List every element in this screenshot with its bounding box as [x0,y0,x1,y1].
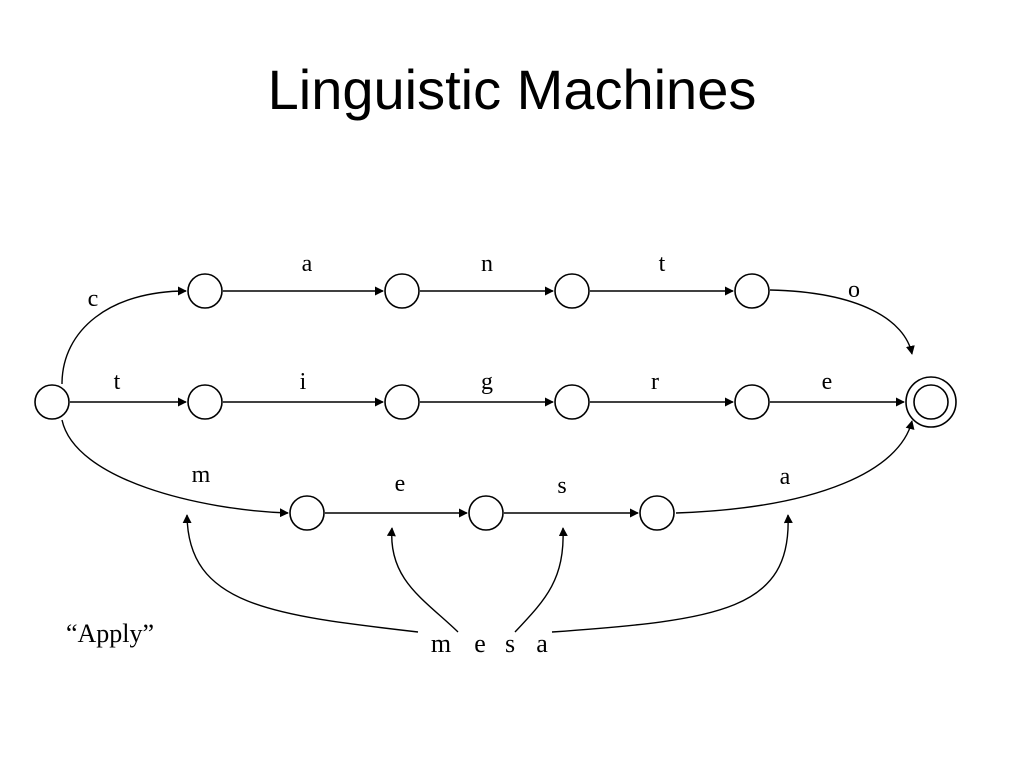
input-letter-s: s [505,629,515,658]
label-mid-i: i [300,369,307,395]
slide-title: Linguistic Machines [267,58,757,121]
state-mid-3 [554,384,590,420]
apply-arrow-e [386,527,459,633]
apply-label: “Apply” [66,619,154,648]
label-top-n: n [481,251,493,277]
state-bot-2 [468,495,504,531]
apply-arrow-m [182,514,419,633]
label-bot-e: e [395,471,406,497]
label-mid-e: e [822,369,833,395]
label-top-c: c [88,286,99,312]
label-mid-r: r [651,369,659,395]
edge-top4-to-final [769,289,915,355]
label-bot-a: a [780,464,791,490]
state-top-2 [384,273,420,309]
state-start [34,384,70,420]
apply-arrow-s [514,527,568,633]
label-top-a: a [302,251,313,277]
edge-start-to-top1 [61,286,187,385]
state-top-4 [734,273,770,309]
input-letter-m: m [431,629,451,658]
state-top-1 [187,273,223,309]
input-letter-e: e [474,629,486,658]
state-bot-1 [289,495,325,531]
label-mid-t: t [114,369,121,395]
label-bot-s: s [557,473,566,499]
input-letter-a: a [536,629,548,658]
state-final-inner [913,384,949,420]
label-top-t: t [659,251,666,277]
state-mid-1 [187,384,223,420]
label-top-o: o [848,277,860,303]
state-bot-3 [639,495,675,531]
label-bot-m: m [192,462,211,488]
label-mid-g: g [481,369,493,395]
state-mid-2 [384,384,420,420]
edge-bot3-to-final [675,420,915,514]
apply-arrow-a [551,514,793,633]
state-mid-4 [734,384,770,420]
edge-start-to-bot1 [61,419,289,518]
state-top-3 [554,273,590,309]
